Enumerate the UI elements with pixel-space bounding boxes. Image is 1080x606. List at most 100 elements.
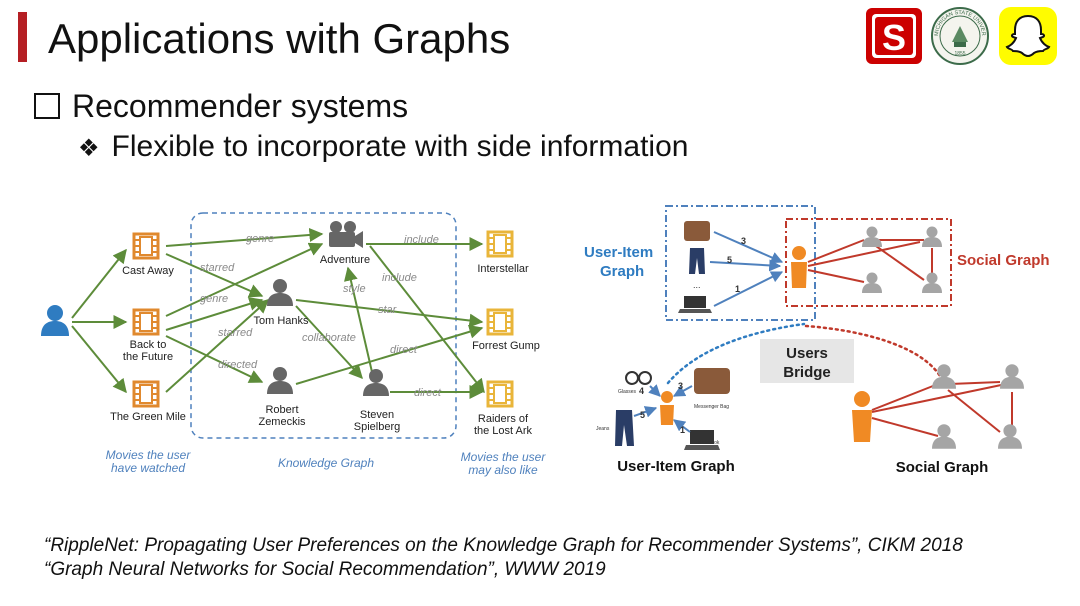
users-bridge-label: Bridge bbox=[783, 364, 831, 381]
edge-label-genre: genre bbox=[200, 293, 228, 305]
edge-label-style: style bbox=[343, 283, 366, 295]
node-label: Forrest Gump bbox=[472, 340, 540, 352]
caption: Knowledge Graph bbox=[278, 456, 374, 470]
item-label: Notebook bbox=[698, 440, 720, 446]
node-label: the Lost Ark bbox=[474, 425, 533, 437]
slide-title: Applications with Graphs bbox=[48, 15, 511, 62]
kg-dashed-box bbox=[190, 212, 457, 439]
person-icon bbox=[267, 279, 293, 306]
edge-label-starred: starred bbox=[218, 327, 253, 339]
camera-icon bbox=[329, 221, 363, 248]
kg-edges bbox=[71, 227, 485, 399]
orange-user-icon bbox=[791, 246, 807, 288]
social-box bbox=[785, 218, 952, 307]
rating-label: 1 bbox=[680, 425, 685, 435]
node-label: Zemeckis bbox=[258, 416, 306, 428]
film-icon bbox=[132, 308, 160, 336]
bottom-social-label: Social Graph bbox=[896, 459, 989, 476]
social-graph-label: Social Graph bbox=[957, 252, 1050, 269]
kg-node-labels: Cast Away Back to the Future The Green M… bbox=[110, 254, 540, 437]
node-label: Adventure bbox=[320, 254, 370, 266]
node-label: Back to bbox=[130, 339, 167, 351]
node-label: Interstellar bbox=[477, 263, 529, 275]
person-icon bbox=[1000, 364, 1024, 389]
jeans-icon bbox=[615, 410, 634, 446]
user-item-box bbox=[665, 205, 816, 321]
person-icon bbox=[932, 364, 956, 389]
edge-label-directed: directed bbox=[218, 359, 258, 371]
person-icon bbox=[922, 226, 942, 247]
caption: Movies the user bbox=[461, 450, 547, 464]
rating-label: 5 bbox=[640, 410, 645, 420]
users-bridge-box bbox=[760, 339, 854, 383]
ncstate-logo: S bbox=[866, 8, 922, 64]
svg-text:1855: 1855 bbox=[954, 51, 965, 57]
person-icon bbox=[267, 367, 293, 394]
node-label: Raiders of bbox=[478, 413, 529, 425]
film-icon bbox=[486, 230, 514, 258]
node-label: Tom Hanks bbox=[253, 315, 309, 327]
top-rating-edges bbox=[709, 231, 784, 307]
orange-user-icon bbox=[660, 391, 674, 425]
references: “RippleNet: Propagating User Preferences… bbox=[44, 534, 963, 582]
bridge-curve-red bbox=[804, 324, 942, 378]
item-label: Glasses bbox=[618, 389, 637, 395]
laptop-icon bbox=[678, 296, 712, 313]
node-label: the Future bbox=[123, 351, 173, 363]
film-icon bbox=[132, 232, 160, 260]
film-icon bbox=[132, 380, 160, 408]
item-labels: Glasses Messenger Bag Jeans Notebook bbox=[596, 389, 729, 446]
person-icon bbox=[862, 272, 882, 293]
bottom-rating-edges bbox=[633, 384, 693, 433]
bottom-social-edges bbox=[871, 381, 1013, 437]
edge-label-include: include bbox=[382, 272, 417, 284]
rating-label: 4 bbox=[639, 386, 644, 396]
caption: have watched bbox=[111, 461, 185, 475]
node-label: Robert bbox=[265, 404, 298, 416]
item-label: Messenger Bag bbox=[694, 404, 729, 410]
film-icon bbox=[486, 308, 514, 336]
node-label: Spielberg bbox=[354, 421, 400, 433]
user-item-graph-label: Graph bbox=[600, 263, 644, 280]
rating-label: 5 bbox=[727, 255, 732, 265]
snapchat-logo bbox=[999, 7, 1057, 65]
bag-icon bbox=[694, 368, 730, 394]
user-icon bbox=[41, 305, 69, 336]
person-icon bbox=[363, 369, 389, 396]
title-accent-bar bbox=[18, 12, 27, 62]
person-icon bbox=[922, 272, 942, 293]
laptop-icon bbox=[684, 430, 720, 450]
node-label: Cast Away bbox=[122, 265, 174, 277]
reference-graphrec: “Graph Neural Networks for Social Recomm… bbox=[44, 559, 606, 580]
top-ratings: 3 5 1 bbox=[727, 236, 746, 294]
edge-label-starred: starred bbox=[200, 262, 235, 274]
person-icon bbox=[998, 424, 1022, 449]
ellipsis: ... bbox=[693, 280, 701, 290]
rating-label: 3 bbox=[741, 236, 746, 246]
msu-seal-logo: MICHIGAN STATE UNIVERSITY 1855 bbox=[930, 6, 989, 65]
person-icon bbox=[932, 424, 956, 449]
rating-label: 3 bbox=[678, 381, 683, 391]
person-icon bbox=[862, 226, 882, 247]
kg-edge-labels: genre starred genre starred directed sty… bbox=[200, 233, 442, 399]
diamond-bullet-icon: ❖ bbox=[78, 135, 100, 162]
item-label: Jeans bbox=[596, 426, 610, 432]
bag-icon bbox=[684, 221, 710, 241]
orange-user-icon bbox=[852, 391, 872, 442]
bottom-ratings: 4 3 5 1 bbox=[639, 381, 685, 435]
users-bridge-label: Users bbox=[786, 345, 828, 362]
node-label: Steven bbox=[360, 409, 394, 421]
bullet-side-information: ❖Flexible to incorporate with side infor… bbox=[78, 130, 689, 163]
film-icon bbox=[486, 380, 514, 408]
rating-label: 1 bbox=[735, 284, 740, 294]
caption: Movies the user bbox=[106, 448, 192, 462]
edge-label-include: include bbox=[404, 234, 439, 246]
top-social-edges bbox=[807, 239, 933, 283]
reference-ripplenet: “RippleNet: Propagating User Preferences… bbox=[44, 535, 963, 556]
edge-label-star: star bbox=[378, 304, 398, 316]
node-label: The Green Mile bbox=[110, 411, 186, 423]
edge-label-collaborate: collaborate bbox=[302, 332, 356, 344]
square-bullet-icon bbox=[34, 93, 60, 119]
glasses-icon bbox=[625, 371, 652, 385]
